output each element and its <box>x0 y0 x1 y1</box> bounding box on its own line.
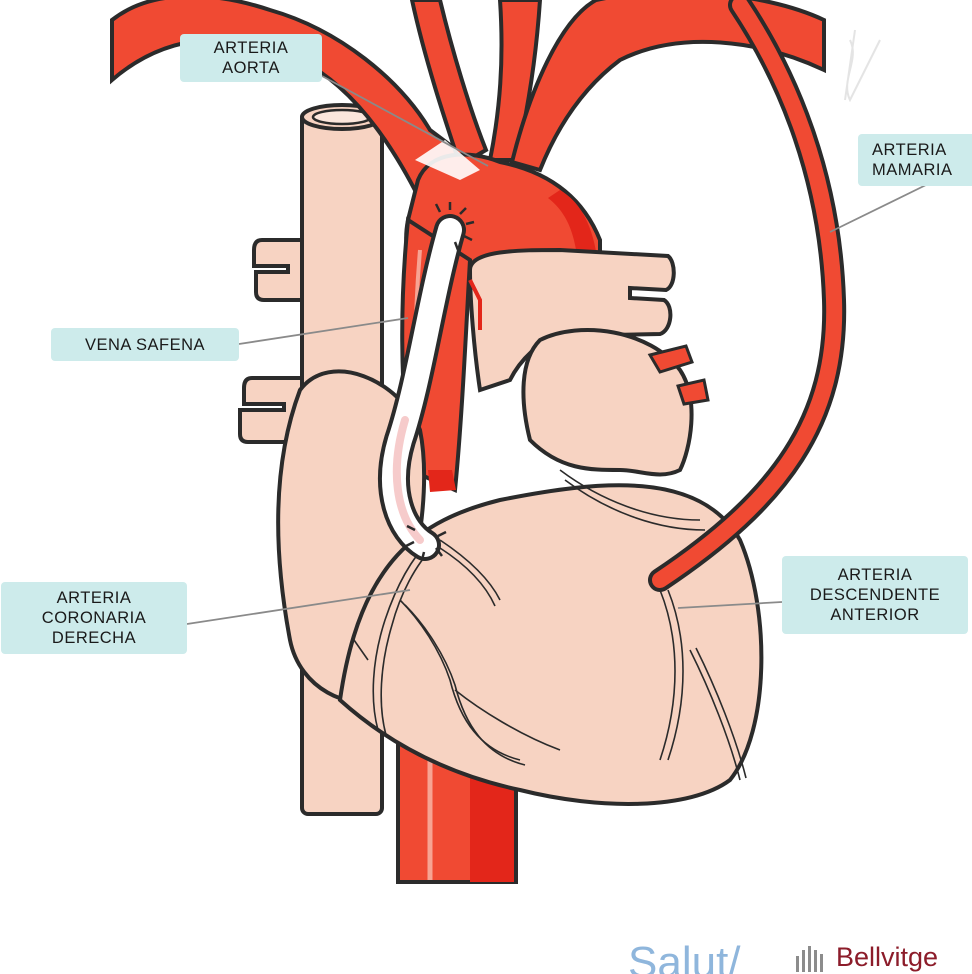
heart <box>276 247 764 806</box>
label-line: ARTERIA <box>872 141 947 159</box>
label-line: ARTERIA <box>56 589 132 607</box>
label-vena-safena: VENA SAFENA <box>51 328 239 361</box>
label-line: CORONARIA <box>41 609 147 627</box>
bellvitge-logo-icon <box>796 946 823 972</box>
label-arteria-coronaria-derecha: ARTERIA CORONARIA DERECHA <box>1 582 187 654</box>
label-line: MAMARIA <box>872 161 953 179</box>
bellvitge-logo-text: Bellvitge <box>836 942 939 972</box>
label-line: DESCENDENTE <box>809 586 941 604</box>
label-line: DERECHA <box>51 629 137 647</box>
watermark-sketch <box>844 29 881 103</box>
label-line: ARTERIA <box>837 566 913 584</box>
salut-logo-text: Salut/ <box>628 938 741 974</box>
saphenous-vein-graft <box>378 202 475 561</box>
label-line: AORTA <box>222 59 280 77</box>
coronary-branches <box>353 469 747 781</box>
leader-lines <box>186 75 929 625</box>
label-line: ARTERIA <box>213 39 289 57</box>
label-arteria-aorta: ARTERIA AORTA <box>180 34 322 82</box>
label-arteria-mamaria: ARTERIA MAMARIA <box>858 134 972 186</box>
label-line: VENA SAFENA <box>84 335 206 354</box>
label-line: ANTERIOR <box>830 606 920 624</box>
label-arteria-descendente-anterior: ARTERIA DESCENDENTE ANTERIOR <box>782 556 968 634</box>
